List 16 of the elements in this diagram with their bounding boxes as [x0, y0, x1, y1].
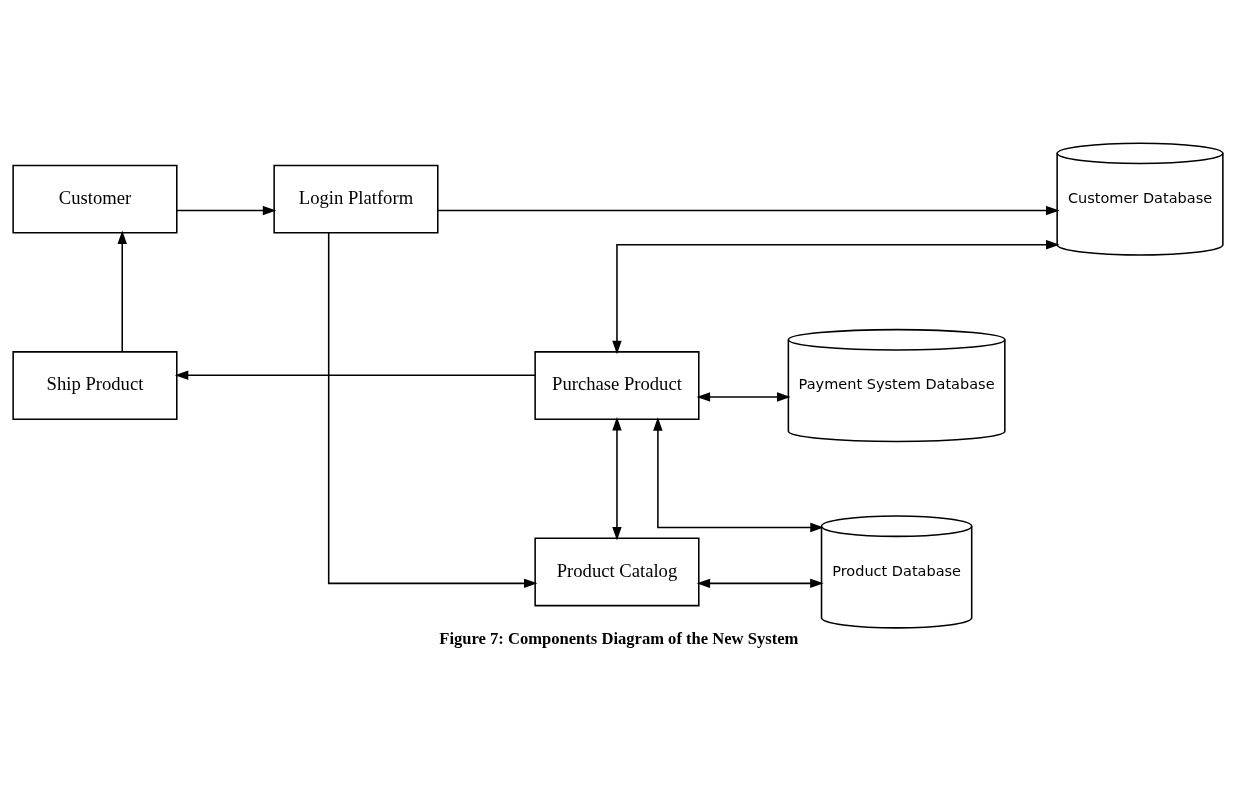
arrow [117, 230, 127, 353]
arrow [174, 369, 536, 380]
arrow [696, 578, 824, 588]
caption: Figure 7: Components Diagram of the New System [438, 628, 798, 648]
node-box: Login Platform [272, 164, 439, 234]
arrow [611, 416, 622, 541]
arrow [652, 416, 824, 532]
node-box: Customer [11, 164, 178, 234]
arrow [327, 231, 537, 588]
node-box: Purchase Product [533, 350, 700, 420]
arrow [611, 239, 1059, 354]
arrow [175, 205, 276, 215]
node-box: Ship Product [11, 350, 178, 420]
arrow [696, 391, 790, 402]
node-box: Product Catalog [533, 537, 700, 606]
arrow [436, 205, 1059, 215]
